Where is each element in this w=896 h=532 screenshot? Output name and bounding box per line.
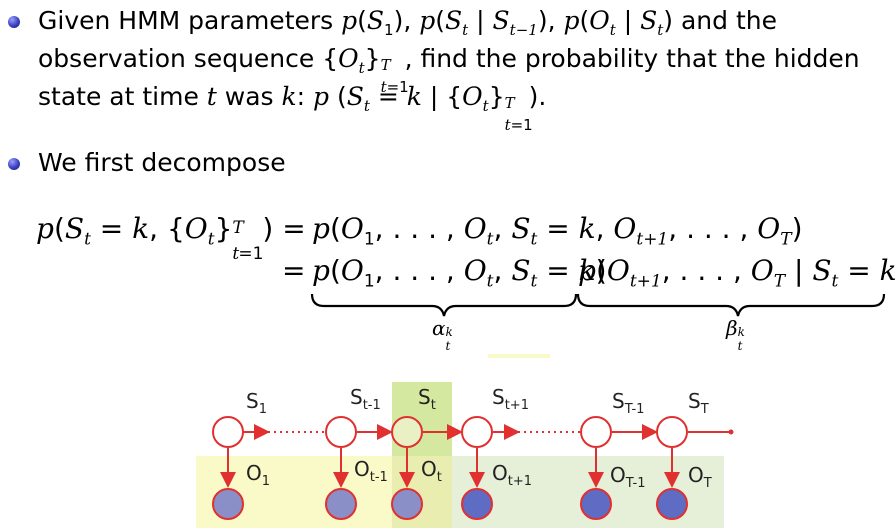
obs-label: O1 <box>246 461 270 489</box>
hmm-diagram: S1 St-1 St St+1 ST-1 ST O1 Ot-1 Ot Ot+1 … <box>196 354 734 528</box>
state-label: St-1 <box>350 385 381 413</box>
equation-line-1-rhs: p(O1, . . . , Ot, St = k, Ot+1, . . . , … <box>312 212 803 250</box>
state-node-st-1 <box>325 416 357 448</box>
state-node-s1 <box>212 416 244 448</box>
obs-node-oT <box>656 488 688 520</box>
state-label: St+1 <box>492 385 529 413</box>
equation-beta-term: p(Ot+1, . . . , OT | St = k) <box>578 254 896 292</box>
state-label: ST-1 <box>612 389 644 417</box>
obs-label: Ot-1 <box>354 457 388 485</box>
state-label: ST <box>688 389 709 417</box>
state-label: S1 <box>246 389 267 417</box>
obs-label: Ot+1 <box>492 461 532 489</box>
state-node-sT <box>656 416 688 448</box>
bullet-1-line-1: Given HMM parameters p(S1), p(St | St−1)… <box>38 6 777 39</box>
obs-node-oT-1 <box>580 488 612 520</box>
obs-node-ot <box>391 488 423 520</box>
obs-label: OT <box>688 463 712 491</box>
state-node-sT-1 <box>580 416 612 448</box>
state-node-st <box>391 416 423 448</box>
obs-label: OT-1 <box>610 463 645 491</box>
equation-alpha-term: p(O1, . . . , Ot, St = k) <box>312 254 607 292</box>
bullet-1-line-3: state at time t was k: p (St = k | {Ot}T… <box>38 82 547 134</box>
state-node-st+1 <box>461 416 493 448</box>
alpha-underbrace <box>310 293 578 317</box>
bullet-icon <box>8 16 20 28</box>
underbraces <box>310 293 886 317</box>
obs-label: Ot <box>421 457 442 485</box>
highlight-top-strip <box>488 354 550 358</box>
obs-node-ot+1 <box>461 488 493 520</box>
obs-node-ot-1 <box>325 488 357 520</box>
beta-underbrace <box>576 293 886 317</box>
bullet-icon <box>8 158 20 170</box>
chain-end-dot <box>728 429 734 435</box>
obs-node-o1 <box>212 488 244 520</box>
state-label: St <box>418 385 436 413</box>
equation-line-2-equals: = <box>282 254 306 287</box>
bullet-2-text: We first decompose <box>38 148 286 177</box>
